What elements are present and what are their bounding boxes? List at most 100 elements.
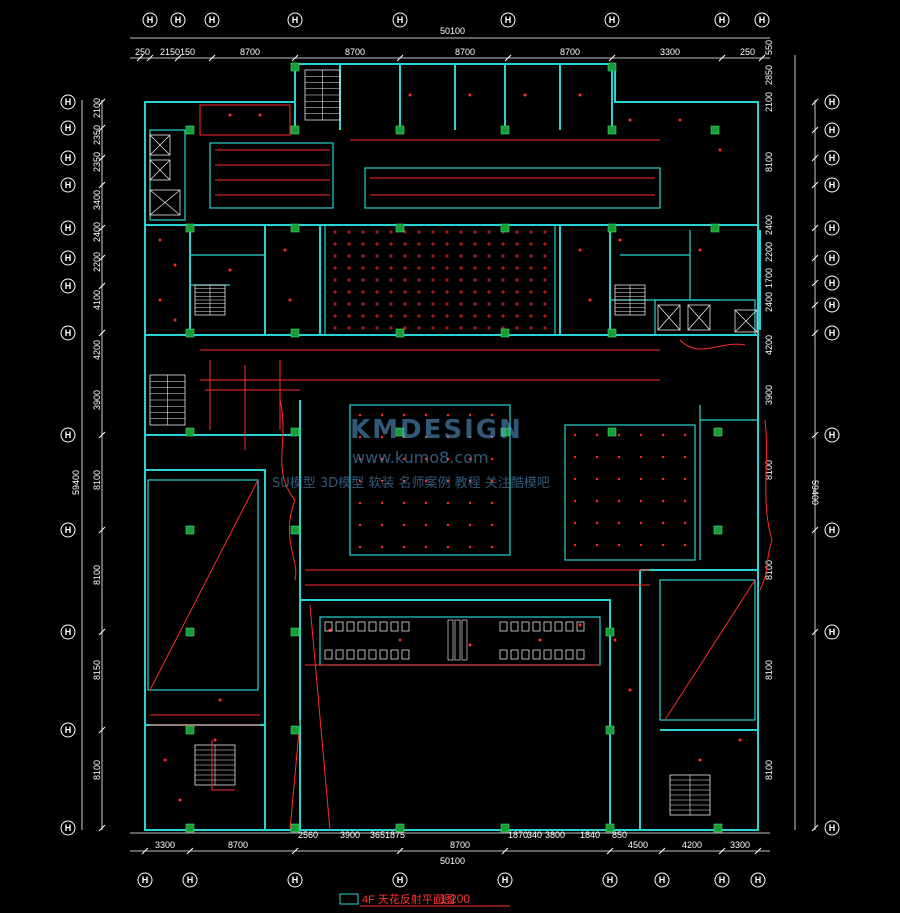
dims-right: 5502850210081002400220017002400420039008… — [764, 40, 774, 780]
drawing-scale: 1:200 — [440, 892, 470, 906]
dim-left-10: 8100 — [92, 565, 102, 585]
dim-left-7: 4200 — [92, 340, 102, 360]
title-marker — [339, 893, 359, 905]
dim-bottom-4: 365 — [370, 830, 385, 840]
axis-bubble-left-9: H — [60, 522, 76, 538]
axis-label: H — [607, 875, 614, 885]
axis-label: H — [759, 15, 766, 25]
ceiling-lines — [149, 104, 773, 831]
axis-label: H — [65, 627, 72, 637]
dim-left-6: 4100 — [92, 290, 102, 310]
dim-right-11: 8100 — [764, 560, 774, 580]
axis-label: H — [755, 875, 762, 885]
axis-label: H — [142, 875, 149, 885]
axis-bubble-right-2: H — [824, 150, 840, 166]
axis-label: H — [65, 823, 72, 833]
toilet-fixtures — [324, 619, 585, 661]
axis-bubble-left-7: H — [60, 325, 76, 341]
dim-bottom-14: 3300 — [730, 840, 750, 850]
axis-label: H — [829, 278, 836, 288]
dim-top-6: 8700 — [560, 47, 580, 57]
dim-right-0: 550 — [764, 40, 774, 55]
dim-left-0: 2100 — [92, 98, 102, 118]
axis-label: H — [292, 15, 299, 25]
axis-label: H — [609, 15, 616, 25]
axis-bubble-bottom-1: H — [182, 872, 198, 888]
axis-bubble-right-7: H — [824, 297, 840, 313]
dim-top-0: 250 — [135, 47, 150, 57]
building-walls — [144, 63, 761, 831]
axis-label: H — [719, 15, 726, 25]
dim-right-9: 3900 — [764, 385, 774, 405]
axis-label: H — [65, 725, 72, 735]
axis-bubble-right-11: H — [824, 624, 840, 640]
axis-label: H — [65, 153, 72, 163]
total-width-top: 50100 — [440, 26, 465, 36]
axis-label: H — [175, 15, 182, 25]
dim-top-8: 250 — [740, 47, 755, 57]
axis-label: H — [65, 281, 72, 291]
axis-bubble-left-3: H — [60, 177, 76, 193]
dim-right-4: 2400 — [764, 215, 774, 235]
structural-columns — [185, 62, 723, 833]
axis-bubble-right-3: H — [824, 177, 840, 193]
axis-bubble-right-5: H — [824, 250, 840, 266]
axis-label: H — [505, 15, 512, 25]
dim-left-2: 2350 — [92, 152, 102, 172]
total-width-bottom: 50100 — [440, 856, 465, 866]
axis-label: H — [209, 15, 216, 25]
axis-bubble-bottom-8: H — [750, 872, 766, 888]
dim-top-4: 8700 — [345, 47, 365, 57]
dim-bottom-6: 8700 — [450, 840, 470, 850]
dim-bottom-2: 2560 — [298, 830, 318, 840]
dimension-lines — [81, 37, 816, 852]
dim-bottom-9: 3800 — [545, 830, 565, 840]
axis-label: H — [187, 875, 194, 885]
dim-bottom-7: 1870 — [508, 830, 528, 840]
dim-top-7: 3300 — [660, 47, 680, 57]
dims-left: 2100235023503400240022004100420039008100… — [92, 98, 102, 780]
axis-bubble-right-0: H — [824, 94, 840, 110]
axis-label: H — [65, 253, 72, 263]
axis-label: H — [659, 875, 666, 885]
axis-bubble-left-11: H — [60, 722, 76, 738]
dim-right-10: 8100 — [764, 460, 774, 480]
axis-label: H — [829, 223, 836, 233]
axis-bubble-top-2: H — [204, 12, 220, 28]
axis-bubble-right-8: H — [824, 325, 840, 341]
dim-right-8: 4200 — [764, 335, 774, 355]
dim-bottom-3: 3900 — [340, 830, 360, 840]
axis-bubble-top-7: H — [714, 12, 730, 28]
axis-bubble-right-12: H — [824, 820, 840, 836]
dim-right-12: 8100 — [764, 660, 774, 680]
axis-label: H — [829, 180, 836, 190]
total-height-left: 59400 — [71, 470, 81, 495]
axis-bubble-right-6: H — [824, 275, 840, 291]
dim-right-2: 2100 — [764, 92, 774, 112]
axis-label: H — [65, 123, 72, 133]
dim-right-1: 2850 — [764, 65, 774, 85]
axis-bubble-top-1: H — [170, 12, 186, 28]
axis-bubble-top-3: H — [287, 12, 303, 28]
axis-label: H — [65, 430, 72, 440]
axis-label: H — [65, 180, 72, 190]
axis-label: H — [829, 300, 836, 310]
dim-bottom-11: 850 — [612, 830, 627, 840]
dim-left-8: 3900 — [92, 390, 102, 410]
axis-bubble-bottom-0: H — [137, 872, 153, 888]
watermark-brand: KMDESIGN — [350, 415, 523, 445]
dim-left-11: 8150 — [92, 660, 102, 680]
elevators — [149, 134, 758, 333]
axis-label: H — [502, 875, 509, 885]
axis-bubble-top-8: H — [754, 12, 770, 28]
axis-bubble-left-4: H — [60, 220, 76, 236]
axis-bubble-left-5: H — [60, 250, 76, 266]
watermark-tagline: SU模型 3D模型 软装 名师案例 教程 关注酷模吧 — [272, 475, 550, 491]
dim-left-1: 2350 — [92, 125, 102, 145]
axis-bubble-left-1: H — [60, 120, 76, 136]
